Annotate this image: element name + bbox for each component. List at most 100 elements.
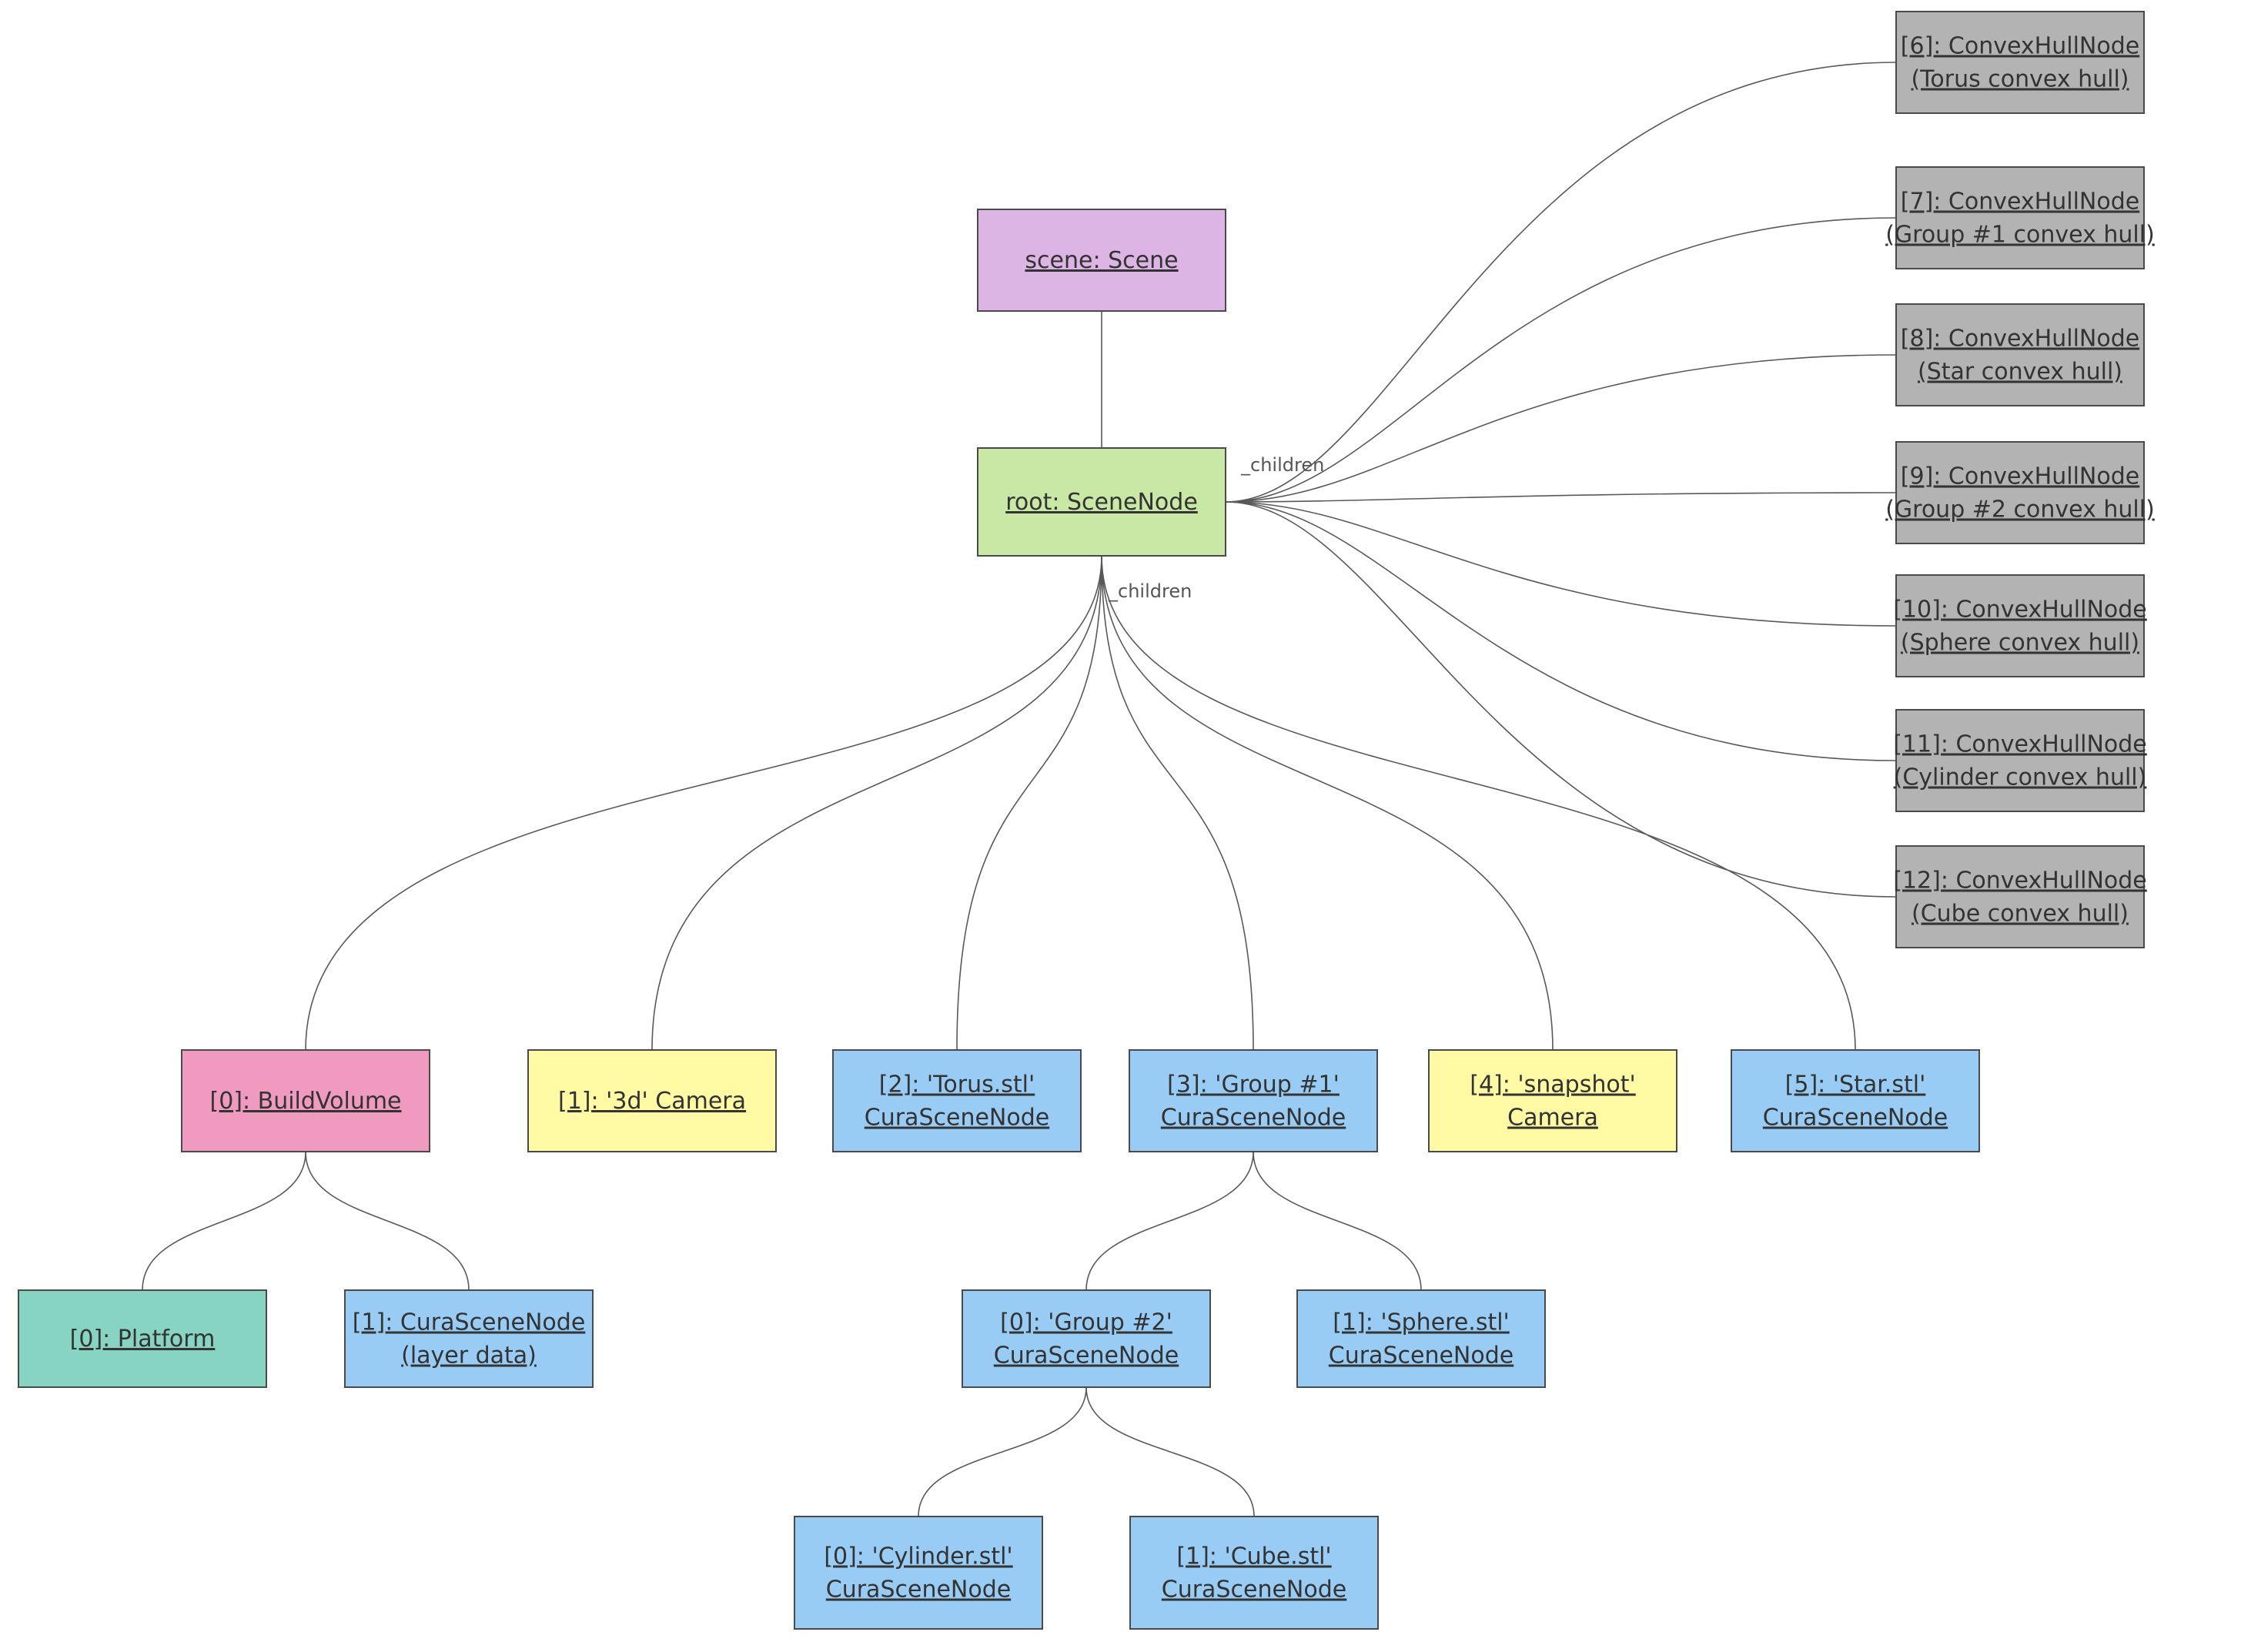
- node-camera-snapshot[interactable]: [4]: 'snapshot' Camera: [1428, 1049, 1677, 1152]
- node-box: [977, 209, 1226, 312]
- edge-build_volume-layer_data: [305, 1151, 470, 1291]
- edge-group1-sphere: [1253, 1151, 1422, 1291]
- node-box: [1895, 574, 2145, 677]
- node-label-line: [6]: ConvexHullNode: [1901, 33, 2139, 60]
- edge-group2-cylinder: [918, 1386, 1087, 1517]
- node-star[interactable]: [5]: 'Star.stl' CuraSceneNode: [1731, 1049, 1980, 1152]
- node-label-line: [1]: '3d' Camera: [558, 1088, 746, 1115]
- node-hull8[interactable]: [8]: ConvexHullNode (Star convex hull): [1895, 303, 2145, 406]
- node-label-line: [3]: 'Group #1': [1167, 1072, 1340, 1099]
- node-label-line: (Cube convex hull): [1912, 901, 2129, 928]
- node-label-line: CuraSceneNode: [1162, 1577, 1346, 1604]
- node-camera-3d[interactable]: [1]: '3d' Camera: [527, 1049, 777, 1152]
- node-label-line: (Cylinder convex hull): [1894, 764, 2147, 791]
- node-label-line: [7]: ConvexHullNode: [1901, 189, 2139, 216]
- nodes-layer: scene: Scene root: SceneNode [0]: BuildVol…: [18, 11, 2155, 1630]
- edge-root-group1: [1101, 555, 1254, 1051]
- node-box: [1129, 1516, 1379, 1630]
- node-label-line: [1]: 'Sphere.stl': [1333, 1309, 1510, 1336]
- edge-group2-cube: [1085, 1386, 1255, 1517]
- node-label-line: (layer data): [401, 1343, 537, 1369]
- node-hull6[interactable]: [6]: ConvexHullNode (Torus convex hull): [1895, 11, 2145, 114]
- node-build-volume[interactable]: [0]: BuildVolume: [181, 1049, 430, 1152]
- node-torus[interactable]: [2]: 'Torus.stl' CuraSceneNode: [832, 1049, 1082, 1152]
- node-label-line: [9]: ConvexHullNode: [1901, 463, 2139, 490]
- node-box: [18, 1289, 267, 1388]
- node-hull9[interactable]: [9]: ConvexHullNode (Group #2 convex hull…: [1885, 441, 2155, 544]
- node-box: [1895, 303, 2145, 406]
- node-layer-data[interactable]: [1]: CuraSceneNode (layer data): [344, 1289, 594, 1388]
- node-cylinder[interactable]: [0]: 'Cylinder.stl' CuraSceneNode: [794, 1516, 1043, 1630]
- node-cube[interactable]: [1]: 'Cube.stl' CuraSceneNode: [1129, 1516, 1379, 1630]
- node-box: [1296, 1289, 1546, 1388]
- node-group2[interactable]: [0]: 'Group #2' CuraSceneNode: [962, 1289, 1211, 1388]
- node-box: [181, 1049, 430, 1152]
- node-hull10[interactable]: [10]: ConvexHullNode (Sphere convex hull): [1893, 574, 2147, 677]
- edge-root-camera_snapshot: [1101, 555, 1554, 1051]
- node-label-line: CuraSceneNode: [1161, 1105, 1346, 1132]
- node-box: [1895, 166, 2145, 269]
- node-box: [1895, 845, 2145, 948]
- node-label-line: [1]: CuraSceneNode: [353, 1309, 586, 1336]
- node-hull11[interactable]: [11]: ConvexHullNode (Cylinder convex hul…: [1893, 709, 2147, 812]
- node-group1[interactable]: [3]: 'Group #1' CuraSceneNode: [1129, 1049, 1378, 1152]
- node-label-line: CuraSceneNode: [826, 1577, 1011, 1604]
- edge-root-build_volume: [305, 555, 1102, 1051]
- node-label-line: (Torus convex hull): [1911, 66, 2129, 93]
- node-label-line: (Group #2 convex hull): [1885, 497, 2155, 523]
- node-box: [1895, 441, 2145, 544]
- node-label-line: root: SceneNode: [1005, 489, 1198, 516]
- node-label-line: [8]: ConvexHullNode: [1901, 326, 2139, 353]
- node-label-line: [0]: 'Cylinder.stl': [824, 1543, 1012, 1570]
- edge-root-star: [1101, 555, 1856, 1051]
- node-root[interactable]: root: SceneNode: [977, 447, 1226, 557]
- edge-root-hull6: [1225, 62, 1897, 503]
- node-label-line: [10]: ConvexHullNode: [1893, 597, 2147, 624]
- edges-layer: [142, 62, 1897, 1517]
- node-box: [962, 1289, 1211, 1388]
- node-box: [1731, 1049, 1980, 1152]
- node-label-line: scene: Scene: [1025, 247, 1178, 274]
- node-label-line: Camera: [1507, 1105, 1598, 1132]
- edge-root-hull9: [1225, 492, 1897, 503]
- node-label-line: [5]: 'Star.stl': [1785, 1072, 1926, 1099]
- node-box: [1895, 11, 2145, 114]
- node-label-line: [0]: Platform: [70, 1326, 216, 1353]
- node-sphere[interactable]: [1]: 'Sphere.stl' CuraSceneNode: [1296, 1289, 1546, 1388]
- node-box: [344, 1289, 594, 1388]
- node-label-line: [11]: ConvexHullNode: [1893, 731, 2147, 758]
- node-label-line: CuraSceneNode: [994, 1343, 1179, 1369]
- node-box: [832, 1049, 1082, 1152]
- node-box: [794, 1516, 1043, 1630]
- edge-root-torus: [956, 555, 1102, 1051]
- node-label-line: [12]: ConvexHullNode: [1893, 868, 2147, 895]
- node-platform[interactable]: [0]: Platform: [18, 1289, 267, 1388]
- node-label-line: CuraSceneNode: [1763, 1105, 1948, 1132]
- node-label-line: (Sphere convex hull): [1901, 630, 2139, 657]
- node-label-line: (Star convex hull): [1918, 359, 2122, 386]
- node-box: [1129, 1049, 1378, 1152]
- edge-root-hull12: [1225, 501, 1897, 898]
- node-label-line: CuraSceneNode: [865, 1105, 1049, 1132]
- edge-root-hull10: [1225, 501, 1897, 627]
- node-label-line: [4]: 'snapshot': [1470, 1072, 1635, 1099]
- node-label-line: (Group #1 convex hull): [1885, 222, 2155, 249]
- node-box: [1895, 709, 2145, 812]
- edge-group1-group2: [1085, 1151, 1254, 1291]
- edge-root-camera_3d: [651, 555, 1102, 1051]
- edge-root-hull8: [1225, 354, 1897, 503]
- node-label-line: [0]: 'Group #2': [1000, 1309, 1172, 1336]
- node-scene[interactable]: scene: Scene: [977, 209, 1226, 312]
- node-label-line: [2]: 'Torus.stl': [879, 1072, 1035, 1099]
- node-label-line: [1]: 'Cube.stl': [1176, 1543, 1331, 1570]
- node-box: [1428, 1049, 1677, 1152]
- node-hull7[interactable]: [7]: ConvexHullNode (Group #1 convex hull…: [1885, 166, 2155, 269]
- node-hull12[interactable]: [12]: ConvexHullNode (Cube convex hull): [1893, 845, 2147, 948]
- edge-root-hull11: [1225, 501, 1897, 761]
- node-label-line: CuraSceneNode: [1329, 1343, 1514, 1369]
- edge-root-hull7: [1225, 217, 1897, 503]
- node-box: [977, 447, 1226, 557]
- edge-build_volume-platform: [142, 1151, 306, 1291]
- root-down-children-label: _children: [1108, 580, 1192, 602]
